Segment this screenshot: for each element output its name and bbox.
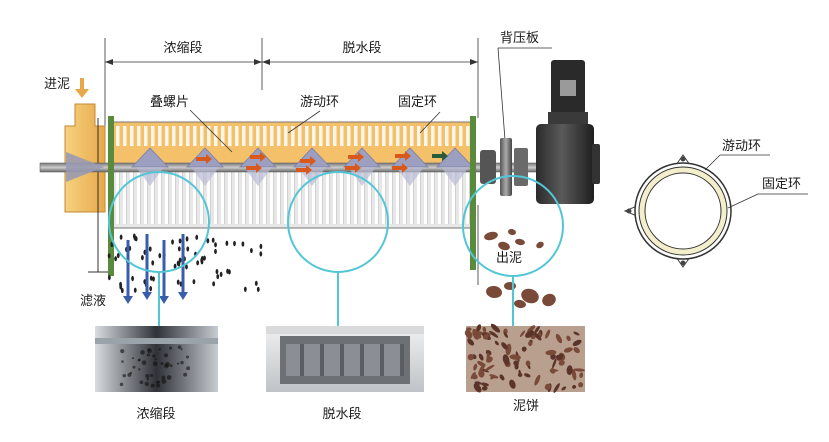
filtrate-arrows [123, 234, 188, 304]
thickening-section-label: 浓缩段 [163, 40, 202, 56]
left-frame [88, 118, 110, 273]
sludge-cake-pieces [484, 228, 556, 309]
photo-thickening-caption: 浓缩段 [136, 406, 175, 422]
ring-fixed-label: 固定环 [762, 177, 801, 192]
inlet-end-plate [108, 116, 114, 276]
back-pressure-plate [480, 138, 528, 196]
photo-sludge-cake-caption: 泥饼 [513, 399, 539, 414]
section-dimensions [104, 38, 479, 140]
sludge-out-label: 出泥 [496, 251, 522, 266]
photo-thickening [95, 326, 218, 392]
dewatering-section-label: 脱水段 [342, 41, 381, 56]
screw-blade-label: 叠螺片 [150, 95, 189, 110]
outlet-end-plate [470, 116, 476, 270]
motor-icon [536, 60, 600, 204]
ring-cross-section [623, 154, 732, 268]
feed-sludge-label: 进泥 [44, 77, 70, 92]
back-pressure-plate-label: 背压板 [500, 31, 539, 46]
down-arrow-icon [75, 78, 89, 98]
fixed-ring-label: 固定环 [398, 95, 437, 110]
ring-moving-label: 游动环 [722, 139, 761, 154]
moving-ring-label: 游动环 [300, 95, 339, 110]
flow-arrows [196, 151, 448, 175]
feed-hopper [64, 103, 106, 213]
filtrate-label: 滤液 [80, 294, 106, 309]
photo-dewatering [266, 326, 424, 392]
callout-circles [108, 171, 564, 326]
photo-dewatering-caption: 脱水段 [322, 407, 361, 422]
photo-sludge-cake [464, 323, 585, 393]
